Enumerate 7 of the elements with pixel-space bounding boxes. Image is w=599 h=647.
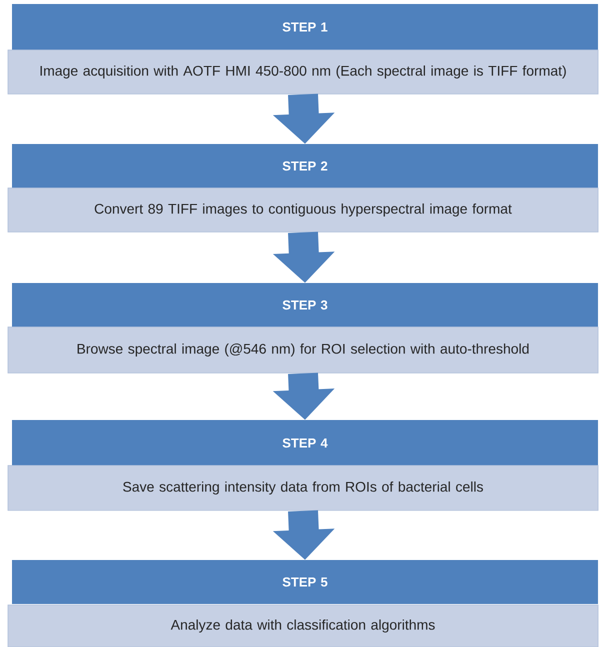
step-box: Browse spectral image (@546 nm) for ROI selection with auto-threshold	[8, 326, 598, 374]
step-box: Image acquisition with AOTF HMI 450-800 nm (Each spectral image is TIFF format)	[8, 50, 598, 94]
step-box: Analyze data with classification algorithms	[8, 604, 598, 647]
step-box: Convert 89 TIFF images to contiguous hyperspectral image format	[8, 188, 598, 232]
step-header: STEP 1	[12, 4, 598, 50]
step-header: STEP 5	[12, 560, 598, 604]
step-box: Save scattering intensity data from ROIs of bacterial cells	[8, 465, 598, 511]
